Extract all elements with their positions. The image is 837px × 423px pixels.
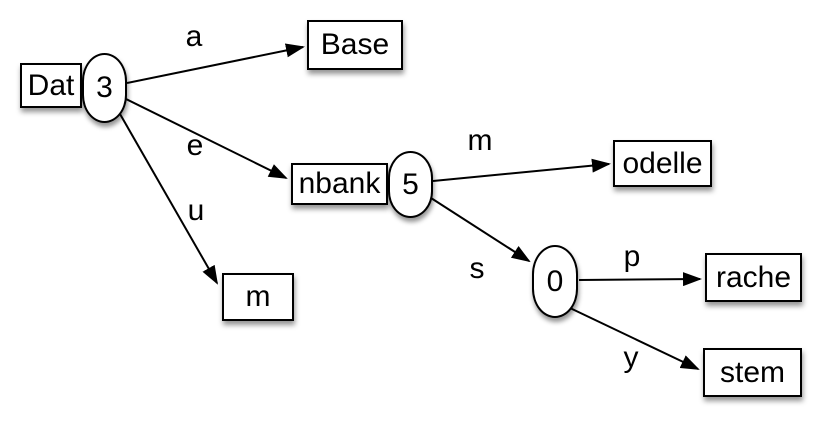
node-stem-label: stem <box>719 355 785 389</box>
edge-nbank-odelle <box>432 158 611 182</box>
node-dat-label: Dat <box>27 68 75 102</box>
node-base-label: Base <box>320 28 390 61</box>
node-rache-box: rache <box>705 253 802 302</box>
node-odelle-box: odelle <box>613 140 712 187</box>
node-dat-box: Dat <box>20 63 82 108</box>
edge-dat-m <box>119 113 218 285</box>
node-nbank-count-badge: 5 <box>388 151 433 218</box>
node-zero-count-label: 0 <box>546 264 564 298</box>
node-dat-count-badge: 3 <box>82 53 127 123</box>
node-odelle-label: odelle <box>622 146 703 180</box>
edge-label-a: a <box>185 20 203 53</box>
edge-label-u: u <box>187 194 205 227</box>
edge-label-p: p <box>623 240 641 273</box>
node-base-box: Base <box>307 20 403 70</box>
node-stem-box: stem <box>703 348 802 397</box>
edge-label-m: m <box>467 124 493 157</box>
edge-dat-base <box>126 43 305 84</box>
node-zero-count-badge: 0 <box>532 245 578 318</box>
edge-zero-rache <box>578 272 702 287</box>
edge-zero-stem <box>569 307 700 370</box>
edge-nbank-zero <box>430 197 531 263</box>
edge-label-s: s <box>469 252 485 285</box>
node-nbank-box: nbank <box>291 163 388 205</box>
node-m-label: m <box>245 280 271 313</box>
edge-dat-nbank <box>125 98 288 179</box>
node-nbank-count-label: 5 <box>402 167 419 201</box>
node-m-box: m <box>222 273 294 321</box>
edge-label-e: e <box>186 129 204 162</box>
node-nbank-label: nbank <box>298 167 381 200</box>
edge-label-y: y <box>623 341 639 374</box>
node-dat-count-label: 3 <box>96 71 113 104</box>
node-rache-label: rache <box>715 260 792 294</box>
